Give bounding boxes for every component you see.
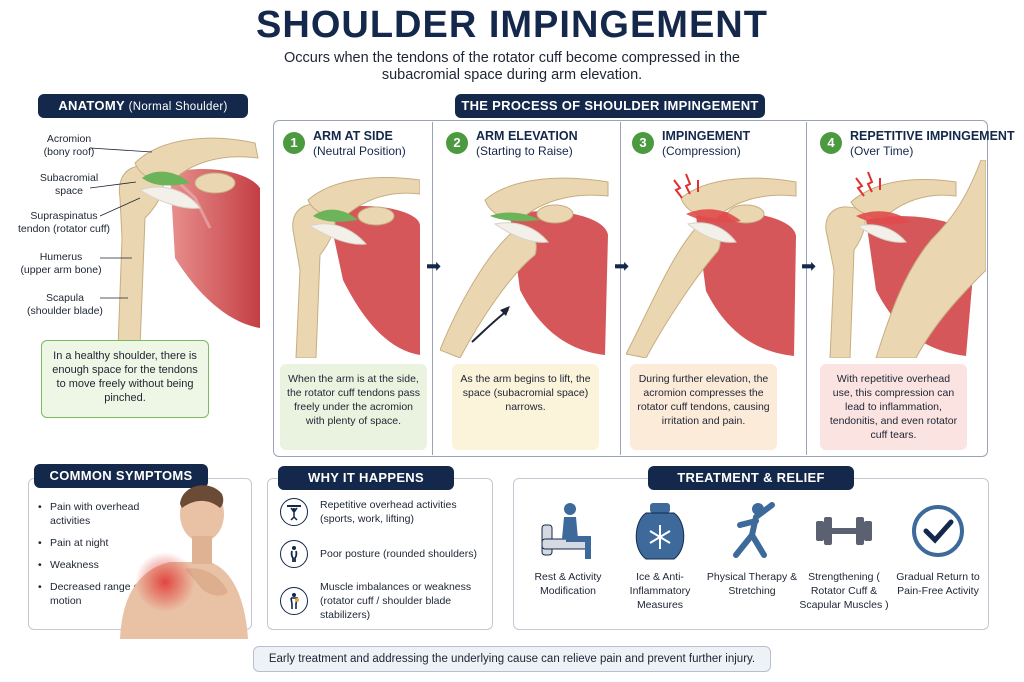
- step-divider: [432, 122, 433, 455]
- step-4-description: With repetitive overhead use, this compr…: [820, 364, 967, 450]
- treatment-header: TREATMENT & RELIEF: [648, 466, 854, 490]
- step-2-number: 2: [446, 132, 468, 154]
- treatment-rest: Rest & Activity Modification: [520, 498, 616, 598]
- pain-spark-icon: [855, 171, 881, 197]
- anatomy-header-text: ANATOMY: [58, 98, 125, 113]
- dumbbell-icon: [796, 498, 892, 564]
- label-acromion: Acromion (bony roof): [28, 133, 110, 159]
- treatment-label: Physical Therapy & Stretching: [706, 571, 798, 597]
- label-humerus: Humerus (upper arm bone): [20, 251, 102, 277]
- anatomy-leader-lines: [90, 147, 153, 299]
- label-scapula: Scapula (shoulder blade): [24, 292, 106, 318]
- step-3-subtitle: (Compression): [662, 144, 741, 158]
- arrow-right-icon: ➡: [614, 256, 630, 276]
- symptoms-header: COMMON SYMPTOMS: [34, 464, 208, 488]
- label-humerus-note: (upper arm bone): [20, 264, 102, 276]
- step-4-subtitle: (Over Time): [850, 144, 914, 158]
- list-item: Pain at night: [36, 536, 146, 550]
- step-4-illustration: [825, 160, 986, 358]
- step-3-description: During further elevation, the acromion c…: [630, 364, 777, 450]
- step-3-number: 3: [632, 132, 654, 154]
- step-2-title: ARM ELEVATION (Starting to Raise): [476, 129, 578, 159]
- process-header: THE PROCESS OF SHOULDER IMPINGEMENT: [455, 94, 765, 118]
- label-subacromial-name: Subacromial: [39, 172, 99, 184]
- label-supraspinatus-name: Supraspinatus: [30, 210, 98, 222]
- step-1-illustration: [292, 176, 420, 358]
- label-subacromial-note: space: [54, 185, 84, 197]
- label-supraspinatus: Supraspinatus tendon (rotator cuff): [14, 210, 114, 236]
- step-1-number: 1: [283, 132, 305, 154]
- why-item-text: Muscle imbalances or weakness (rotator c…: [320, 581, 472, 621]
- step-2-subtitle: (Starting to Raise): [476, 144, 573, 158]
- label-scapula-name: Scapula: [46, 292, 84, 304]
- step-divider: [620, 122, 621, 455]
- treatment-label: Rest & Activity Modification: [534, 571, 602, 597]
- step-4-title: REPETITIVE IMPINGEMENT (Over Time): [850, 129, 1015, 159]
- treatment-ice: Ice & Anti-Inflammatory Measures: [612, 498, 708, 612]
- why-item-text: Poor posture (rounded shoulders): [320, 548, 478, 560]
- step-4-title-text: REPETITIVE IMPINGEMENT: [850, 129, 1015, 143]
- why-item-text: Repetitive overhead activities (sports, …: [320, 499, 457, 525]
- step-2-illustration: [440, 177, 609, 358]
- label-humerus-name: Humerus: [39, 251, 83, 263]
- list-item: Pain with overhead activities: [36, 500, 146, 528]
- list-item: Decreased range of motion: [36, 580, 146, 608]
- treatment-return: Gradual Return to Pain-Free Activity: [890, 498, 986, 598]
- why-item-overhead: Repetitive overhead activities (sports, …: [280, 498, 488, 526]
- ice-pack-icon: [612, 498, 708, 564]
- arrow-right-icon: ➡: [426, 256, 442, 276]
- rest-chair-icon: [520, 498, 616, 564]
- page-title: SHOULDER IMPINGEMENT: [256, 4, 768, 46]
- label-supraspinatus-note: tendon (rotator cuff): [17, 223, 111, 235]
- stretching-icon: [704, 498, 800, 564]
- treatment-label: Gradual Return to Pain-Free Activity: [896, 571, 980, 597]
- step-1-subtitle: (Neutral Position): [313, 144, 406, 158]
- step-3-title-text: IMPINGEMENT: [662, 129, 751, 143]
- arrow-right-icon: ➡: [801, 256, 817, 276]
- muscle-icon: [280, 587, 308, 615]
- label-acromion-note: (bony roof): [43, 146, 95, 158]
- weightlifter-icon: [280, 498, 308, 526]
- treatment-therapy: Physical Therapy & Stretching: [704, 498, 800, 598]
- label-scapula-note: (shoulder blade): [27, 305, 103, 317]
- footer-note: Early treatment and addressing the under…: [253, 646, 771, 672]
- normal-shoulder-illustration: [117, 137, 260, 349]
- step-3-title: IMPINGEMENT (Compression): [662, 129, 750, 159]
- anatomy-header-note: (Normal Shoulder): [128, 101, 228, 113]
- posture-icon: [280, 540, 308, 568]
- symptoms-list: Pain with overhead activities Pain at ni…: [36, 500, 146, 616]
- list-item: Weakness: [36, 558, 146, 572]
- treatment-label: Ice & Anti-Inflammatory Measures: [629, 571, 691, 611]
- step-3-illustration: [626, 173, 797, 358]
- step-2-title-text: ARM ELEVATION: [476, 129, 578, 143]
- man-shoulder-pain-illustration: [120, 485, 248, 639]
- step-4-number: 4: [820, 132, 842, 154]
- healthy-shoulder-note: In a healthy shoulder, there is enough s…: [41, 340, 209, 418]
- pain-spark-icon: [673, 173, 699, 199]
- step-1-title-text: ARM AT SIDE: [313, 129, 393, 143]
- why-header: WHY IT HAPPENS: [278, 466, 454, 490]
- label-acromion-name: Acromion: [46, 133, 92, 145]
- why-item-imbalance: Muscle imbalances or weakness (rotator c…: [280, 580, 488, 622]
- why-item-posture: Poor posture (rounded shoulders): [280, 540, 488, 568]
- treatment-label: Strengthening ( Rotator Cuff & Scapular …: [799, 571, 889, 611]
- step-1-title: ARM AT SIDE (Neutral Position): [313, 129, 406, 159]
- label-subacromial: Subacromial space: [28, 172, 110, 198]
- page-subtitle: Occurs when the tendons of the rotator c…: [284, 50, 740, 83]
- step-1-description: When the arm is at the side, the rotator…: [280, 364, 427, 450]
- checkmark-icon: [890, 498, 986, 564]
- anatomy-header: ANATOMY (Normal Shoulder): [38, 94, 248, 118]
- treatment-strength: Strengthening ( Rotator Cuff & Scapular …: [796, 498, 892, 612]
- step-divider: [806, 122, 807, 455]
- step-2-description: As the arm begins to lift, the space (su…: [452, 364, 599, 450]
